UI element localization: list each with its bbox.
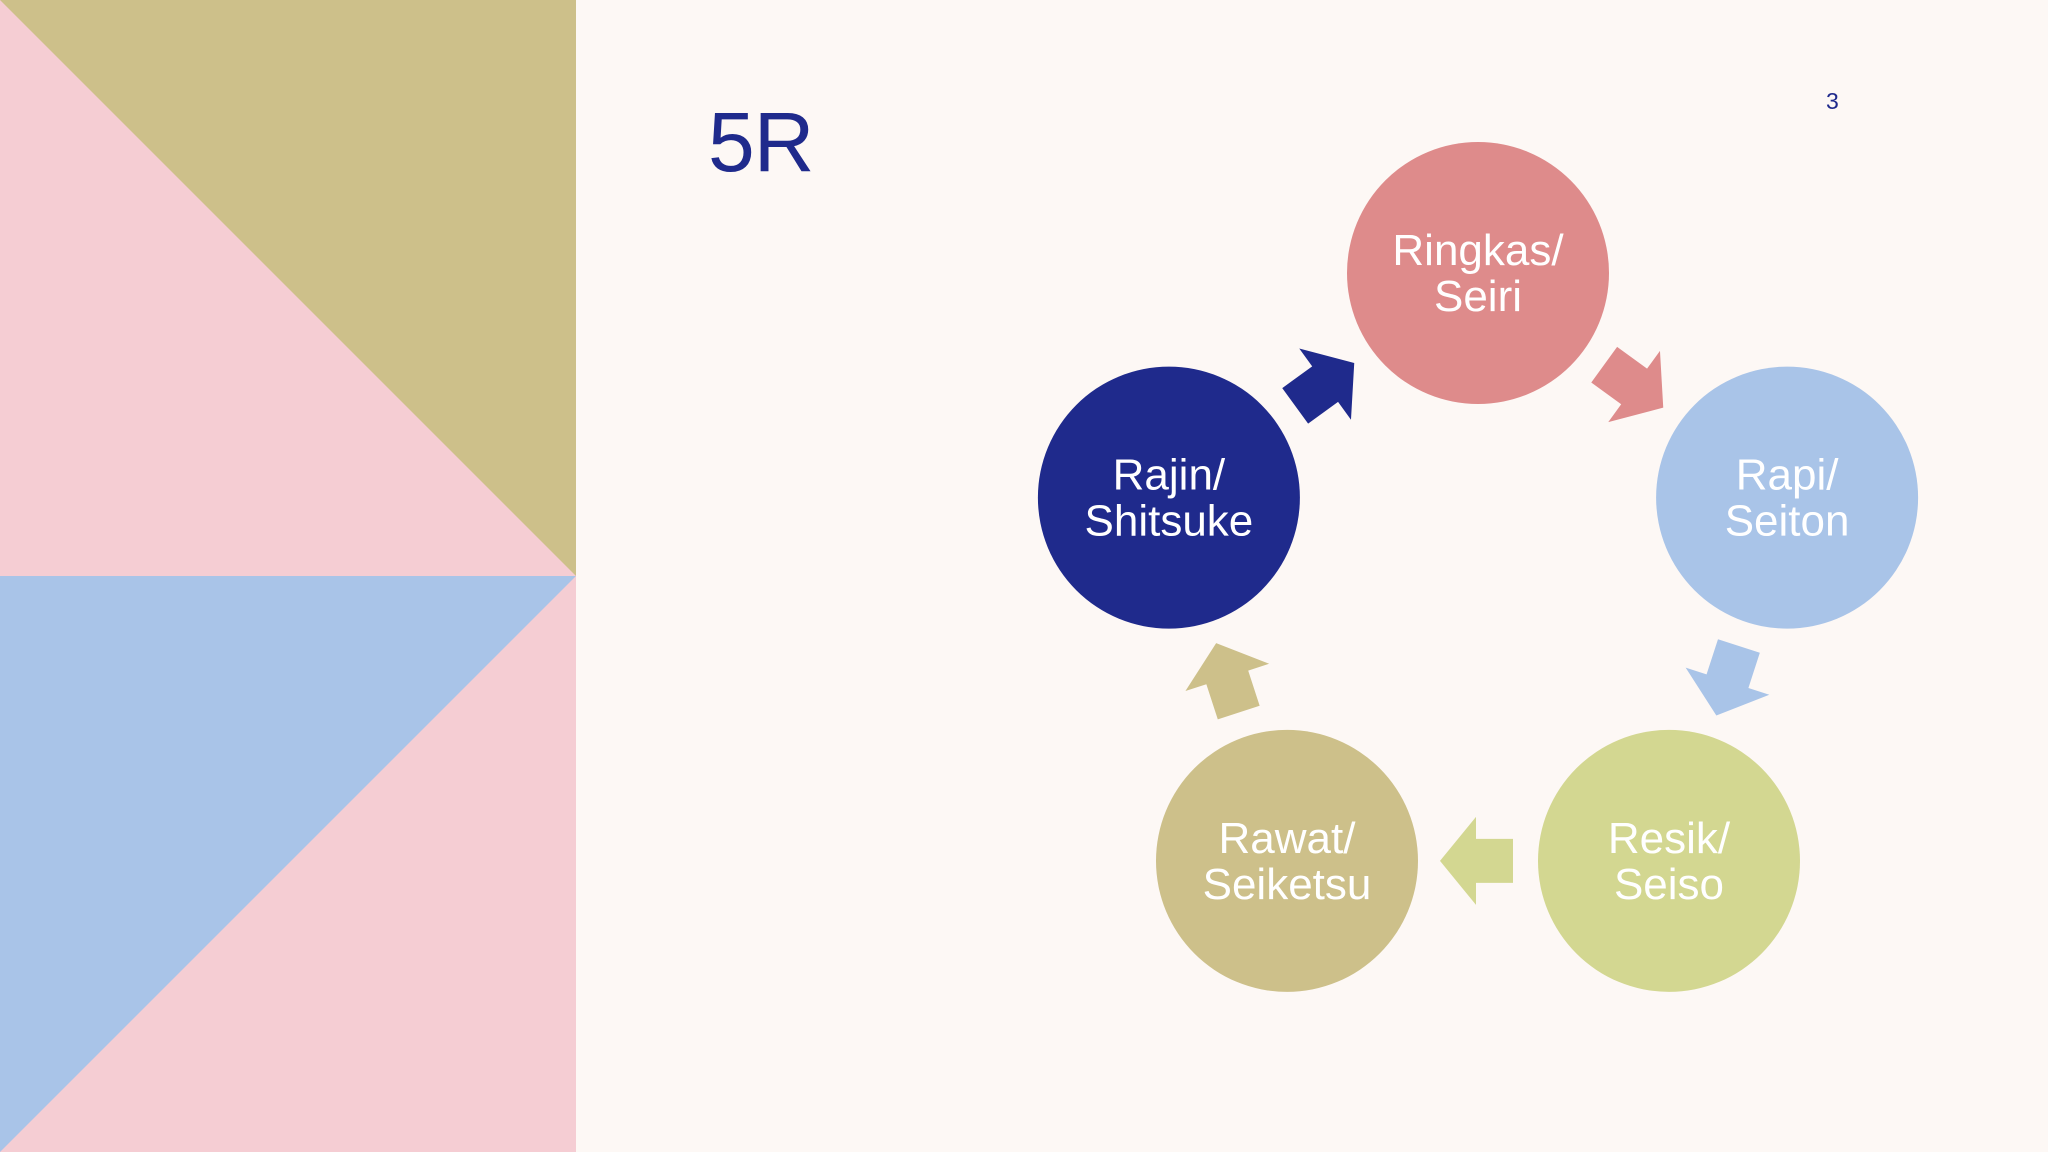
node-rapi-circle: [1656, 366, 1919, 629]
arrow-rapi-to-resik: [1685, 639, 1770, 716]
deco-bottom-blue-triangle: [0, 576, 576, 1152]
arrow-shape: [1440, 816, 1513, 905]
node-rawat-label-line2: Seiketsu: [1203, 860, 1372, 909]
node-rapi-label-line2: Seiton: [1725, 497, 1850, 546]
node-rawat-circle: [1156, 729, 1418, 992]
decorative-triangles: [0, 0, 576, 1152]
arrow-rawat-to-rajin: [1185, 643, 1270, 720]
arrow-shape: [1282, 348, 1355, 424]
arrow-shape: [1591, 346, 1664, 423]
node-rapi-label-line1: Rapi/: [1736, 451, 1839, 500]
node-ringkas-circle: [1347, 142, 1609, 404]
arrow-ringkas-to-rapi: [1591, 346, 1664, 423]
node-rapi: Rapi/Seiton: [1656, 366, 1919, 629]
node-ringkas-label-line2: Seiri: [1434, 272, 1522, 321]
node-rawat-label-line1: Rawat/: [1219, 814, 1357, 863]
slide-title: 5R: [708, 95, 814, 189]
node-rajin: Rajin/Shitsuke: [1037, 366, 1300, 629]
node-rajin-label-line2: Shitsuke: [1085, 497, 1254, 546]
deco-top-khaki-triangle: [0, 0, 576, 576]
page-number: 3: [1826, 88, 1839, 114]
node-ringkas: Ringkas/Seiri: [1347, 142, 1609, 404]
node-resik-label-line1: Resik/: [1608, 814, 1731, 863]
arrow-resik-to-rawat: [1440, 816, 1513, 905]
node-rajin-label-line1: Rajin/: [1113, 451, 1226, 500]
node-resik-label-line2: Seiso: [1614, 860, 1724, 909]
arrow-rajin-to-ringkas: [1282, 348, 1355, 424]
node-ringkas-label-line1: Ringkas/: [1392, 226, 1564, 275]
node-rajin-circle: [1037, 366, 1300, 629]
node-resik: Resik/Seiso: [1538, 729, 1800, 992]
arrow-shape: [1685, 639, 1770, 716]
arrow-shape: [1185, 643, 1270, 720]
node-resik-circle: [1538, 729, 1800, 992]
node-rawat: Rawat/Seiketsu: [1156, 729, 1418, 992]
